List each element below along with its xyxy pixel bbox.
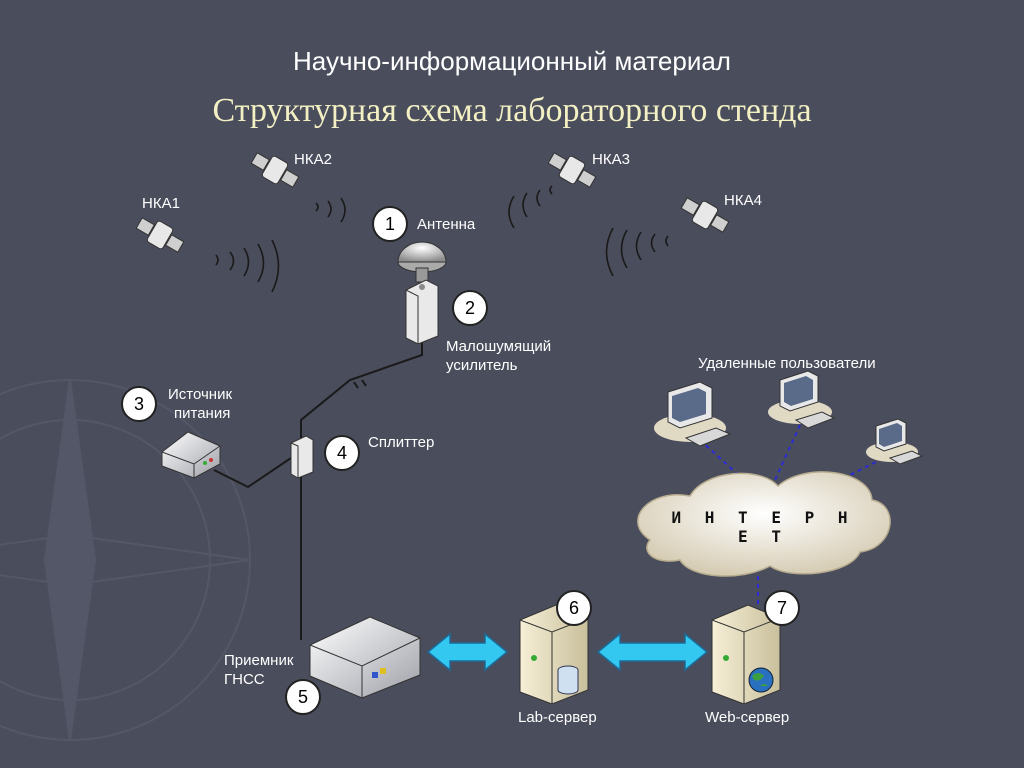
satellite-label-nka1: НКА1 (142, 195, 180, 212)
label-power-supply: Источник питания (168, 385, 232, 423)
label-gnss-receiver: Приемник ГНСС (224, 651, 293, 689)
label-lab-server: Lab-сервер (518, 709, 597, 726)
satellite-icon (680, 197, 730, 233)
data-link-arrow (426, 632, 509, 672)
badge-web-server: 7 (764, 590, 800, 626)
computer-icon (866, 418, 924, 465)
badge-lab-server: 6 (556, 590, 592, 626)
satellite-icon (135, 217, 185, 253)
signal-waves (215, 185, 669, 293)
page-title: Структурная схема лабораторного стенда (212, 92, 812, 129)
cable-links (213, 340, 423, 640)
satellite-label-nka4: НКА4 (724, 192, 762, 209)
satellite-label-nka3: НКА3 (592, 151, 630, 168)
splitter-icon (290, 435, 314, 479)
badge-amplifier: 2 (452, 290, 488, 326)
badge-gnss-receiver: 5 (285, 679, 321, 715)
label-amplifier-line1: Малошумящий (446, 338, 552, 355)
antenna-icon (397, 241, 447, 283)
computer-icon (654, 381, 732, 447)
power-supply-icon (161, 431, 221, 479)
badge-antenna: 1 (372, 206, 408, 242)
data-link-arrow (596, 632, 709, 672)
internet-cloud-icon (637, 471, 891, 577)
badge-power-supply: 3 (121, 386, 157, 422)
satellite-icon (250, 152, 300, 188)
page-subtitle: Научно-информационный материал (293, 46, 731, 76)
computer-icon (768, 370, 836, 429)
label-antenna: Антенна (417, 216, 476, 233)
web-server-icon (711, 604, 781, 705)
label-power-supply-line1: Источник (168, 386, 233, 403)
label-web-server: Web-сервер (705, 709, 790, 726)
label-gnss-receiver-line1: Приемник (224, 652, 294, 669)
amplifier-icon (405, 279, 439, 345)
label-power-supply-line2: питания (174, 405, 231, 422)
badge-splitter: 4 (324, 435, 360, 471)
satellite-label-nka2: НКА2 (294, 151, 332, 168)
label-gnss-receiver-line2: ГНСС (224, 671, 265, 688)
satellite-icon (547, 152, 597, 188)
label-amplifier: Малошумящий усилитель (446, 337, 551, 375)
gnss-receiver-icon (309, 616, 421, 699)
label-internet: И Н Т Е Р Н Е Т (671, 508, 855, 546)
label-splitter: Сплиттер (368, 434, 435, 451)
label-amplifier-line2: усилитель (446, 357, 518, 374)
label-remote-users: Удаленные пользователи (698, 355, 876, 372)
